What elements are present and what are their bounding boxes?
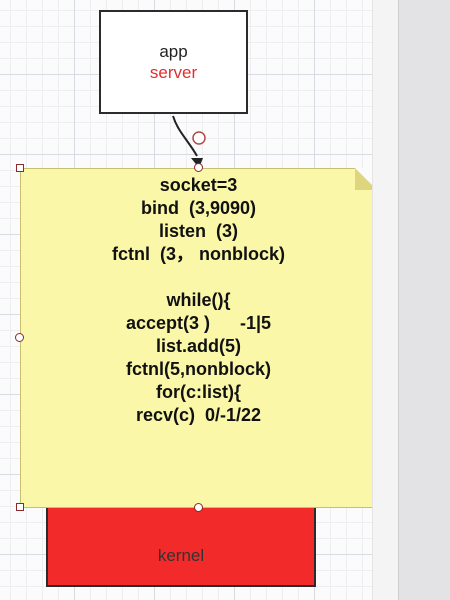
app-label: app [159, 42, 188, 61]
resize-handle-bottom[interactable] [194, 503, 203, 512]
diagram-canvas[interactable]: app server kernel socket=3 bind (3,9090)… [0, 0, 382, 600]
note-line: recv(c) 0/-1/22 [135, 405, 262, 425]
note-line: bind (3,9090) [140, 198, 257, 218]
note-line: for(c:list){ [156, 382, 241, 402]
kernel-label: kernel [157, 546, 205, 565]
connection-handle [192, 131, 206, 145]
note-line: while(){ [166, 290, 231, 310]
kernel-box[interactable]: kernel [46, 505, 316, 587]
note-text: socket=3 bind (3,9090) listen (3) fctnl … [21, 174, 376, 427]
app-server-box[interactable]: app server [99, 10, 248, 114]
connector-line [172, 115, 198, 157]
sticky-note[interactable]: socket=3 bind (3,9090) listen (3) fctnl … [20, 168, 377, 508]
note-line: accept(3 ) -1|5 [125, 313, 272, 333]
resize-handle-left[interactable] [15, 333, 24, 342]
resize-handle-top-left[interactable] [16, 164, 24, 172]
side-panel [398, 0, 450, 600]
resize-handle-bottom-left[interactable] [16, 503, 24, 511]
note-line: fctnl (3， nonblock) [112, 244, 285, 264]
note-line: fctnl(5,nonblock) [126, 359, 271, 379]
note-line: list.add(5) [155, 336, 241, 356]
resize-handle-top[interactable] [194, 163, 203, 172]
note-fold-corner [355, 168, 377, 190]
vertical-scrollbar[interactable] [372, 0, 399, 600]
server-label: server [149, 63, 198, 82]
note-line: listen (3) [158, 221, 238, 241]
note-line: socket=3 [159, 175, 238, 195]
note-line [21, 266, 376, 289]
